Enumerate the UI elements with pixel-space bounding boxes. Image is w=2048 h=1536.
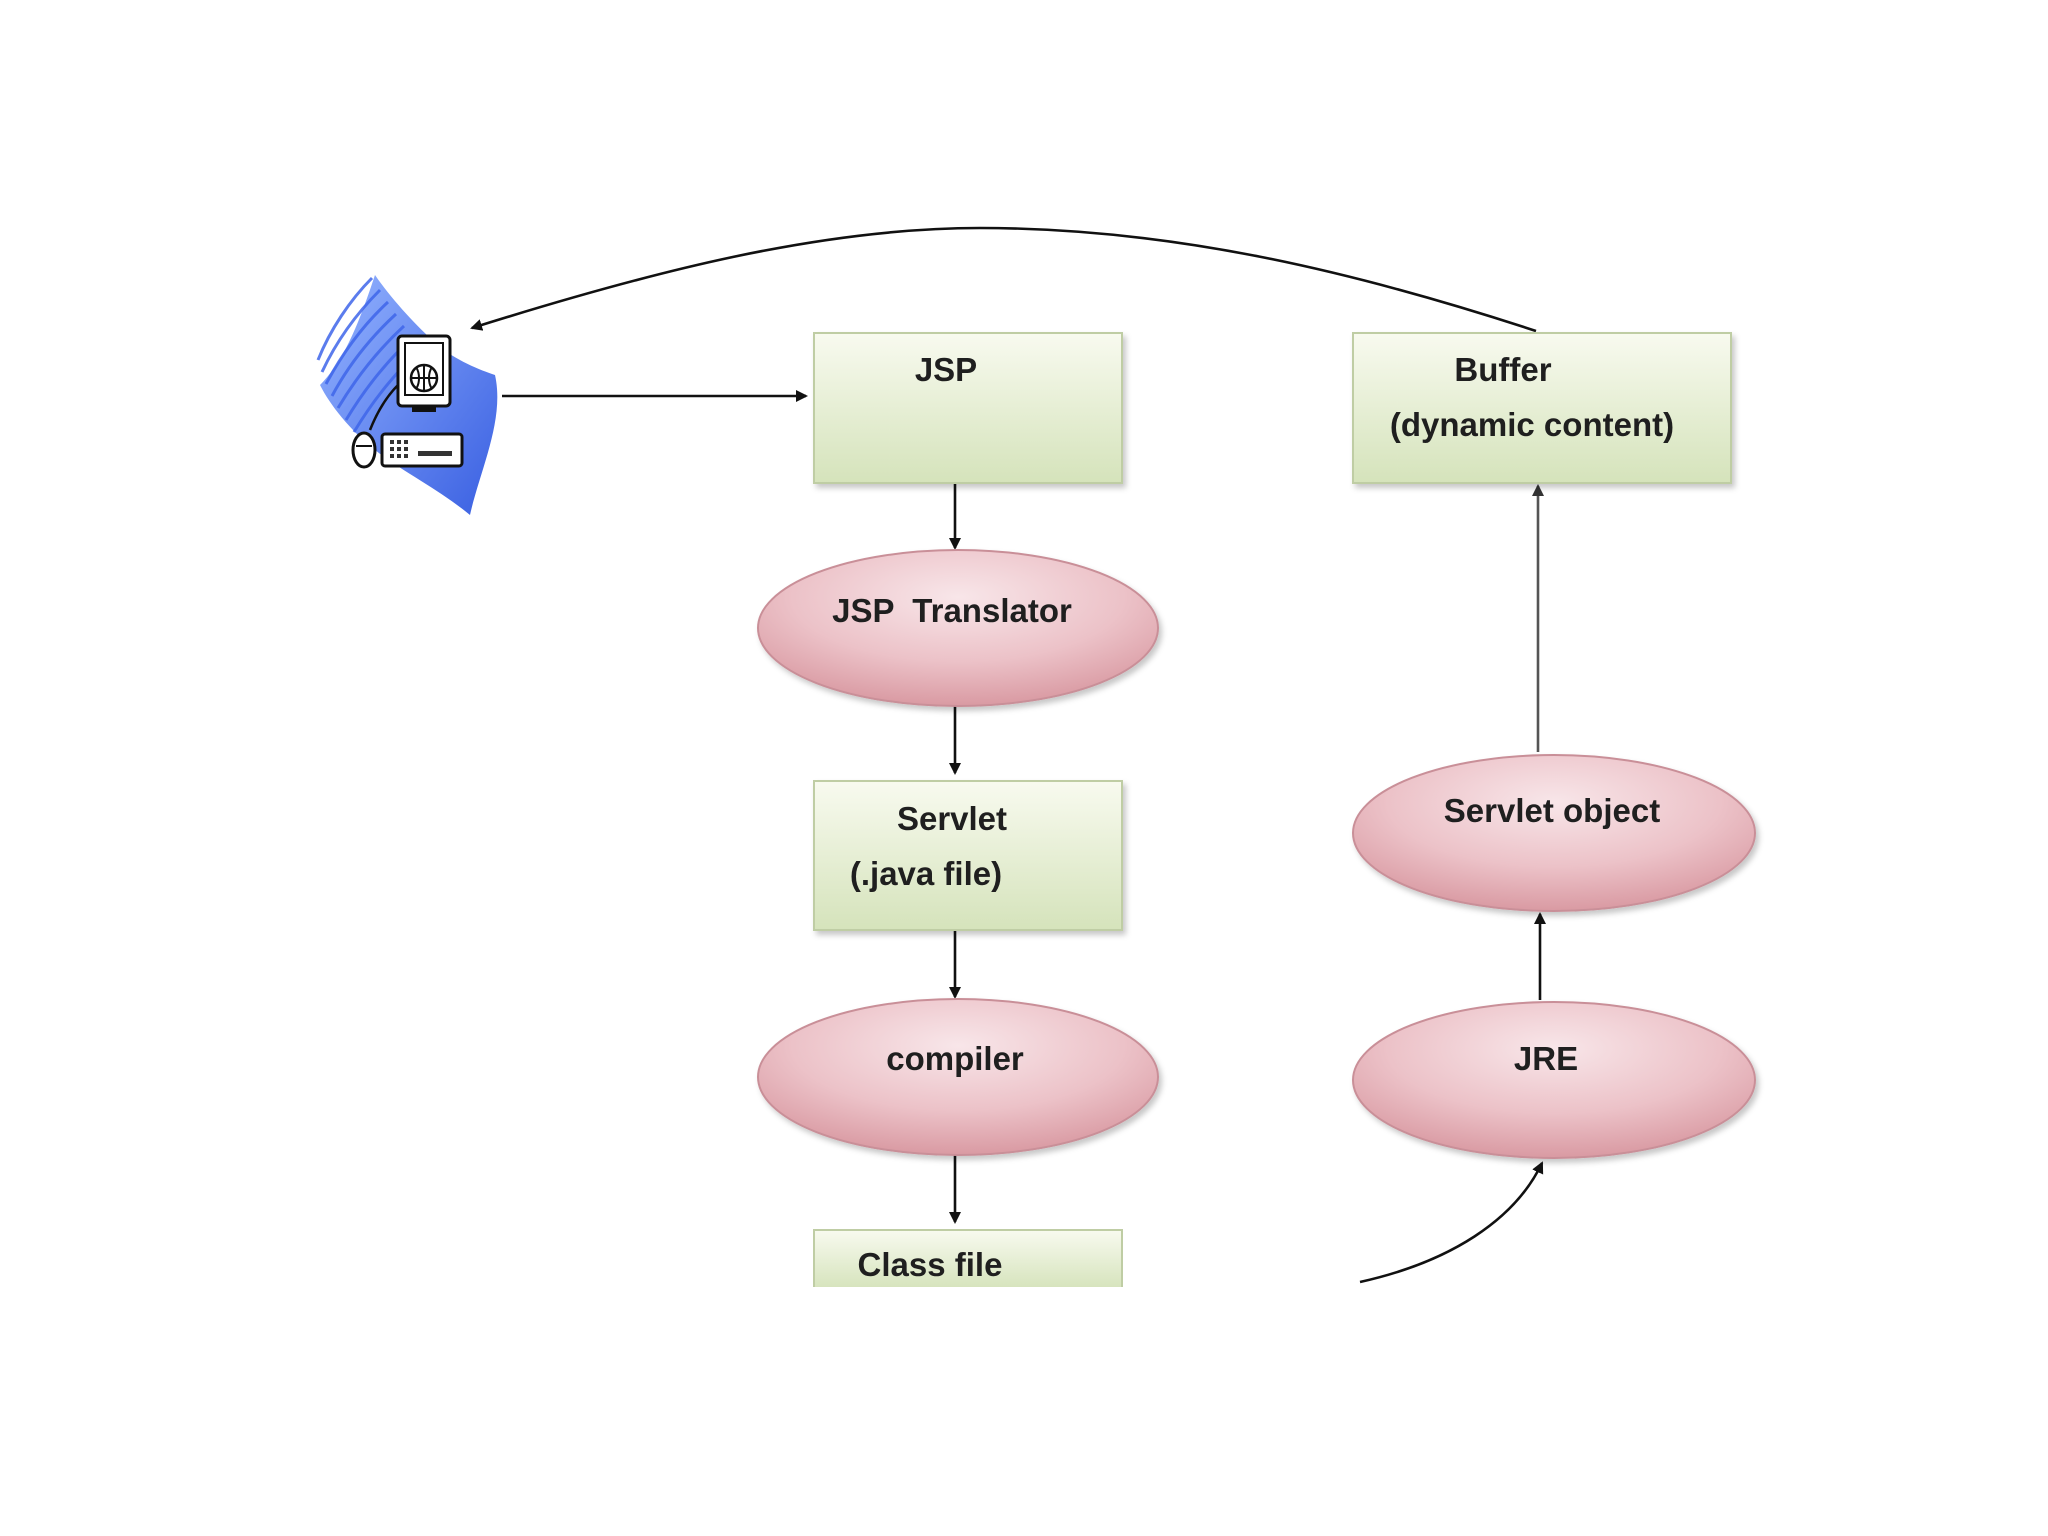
servlet-node-line1: Servlet [897,800,1007,837]
jre-node: JRE [1352,1001,1756,1159]
servlet-java-file-node: Servlet (.java file) [813,780,1123,931]
servlet-object-label: Servlet object [1444,792,1660,829]
arrow-buffer-to-client [470,226,1537,333]
buffer-node: Buffer (dynamic content) [1352,332,1732,484]
jre-label: JRE [1514,1040,1578,1077]
jsp-node-label: JSP [915,351,977,388]
buffer-node-line2: (dynamic content) [1390,406,1674,443]
compiler-node: compiler [757,998,1159,1156]
jsp-translator-label: JSP Translator [832,592,1072,629]
jsp-translator-node: JSP Translator [757,549,1159,707]
class-file-label: Class file [858,1246,1003,1283]
servlet-object-node: Servlet object [1352,754,1756,912]
class-file-node: Class file [813,1229,1123,1291]
buffer-node-line1: Buffer [1454,351,1551,388]
compiler-label: compiler [886,1040,1024,1077]
arrow-classfile-to-jre [1359,1161,1544,1284]
servlet-node-line2: (.java file) [850,855,1002,892]
client-computer-icon [316,275,498,515]
jsp-node: JSP [813,332,1123,484]
